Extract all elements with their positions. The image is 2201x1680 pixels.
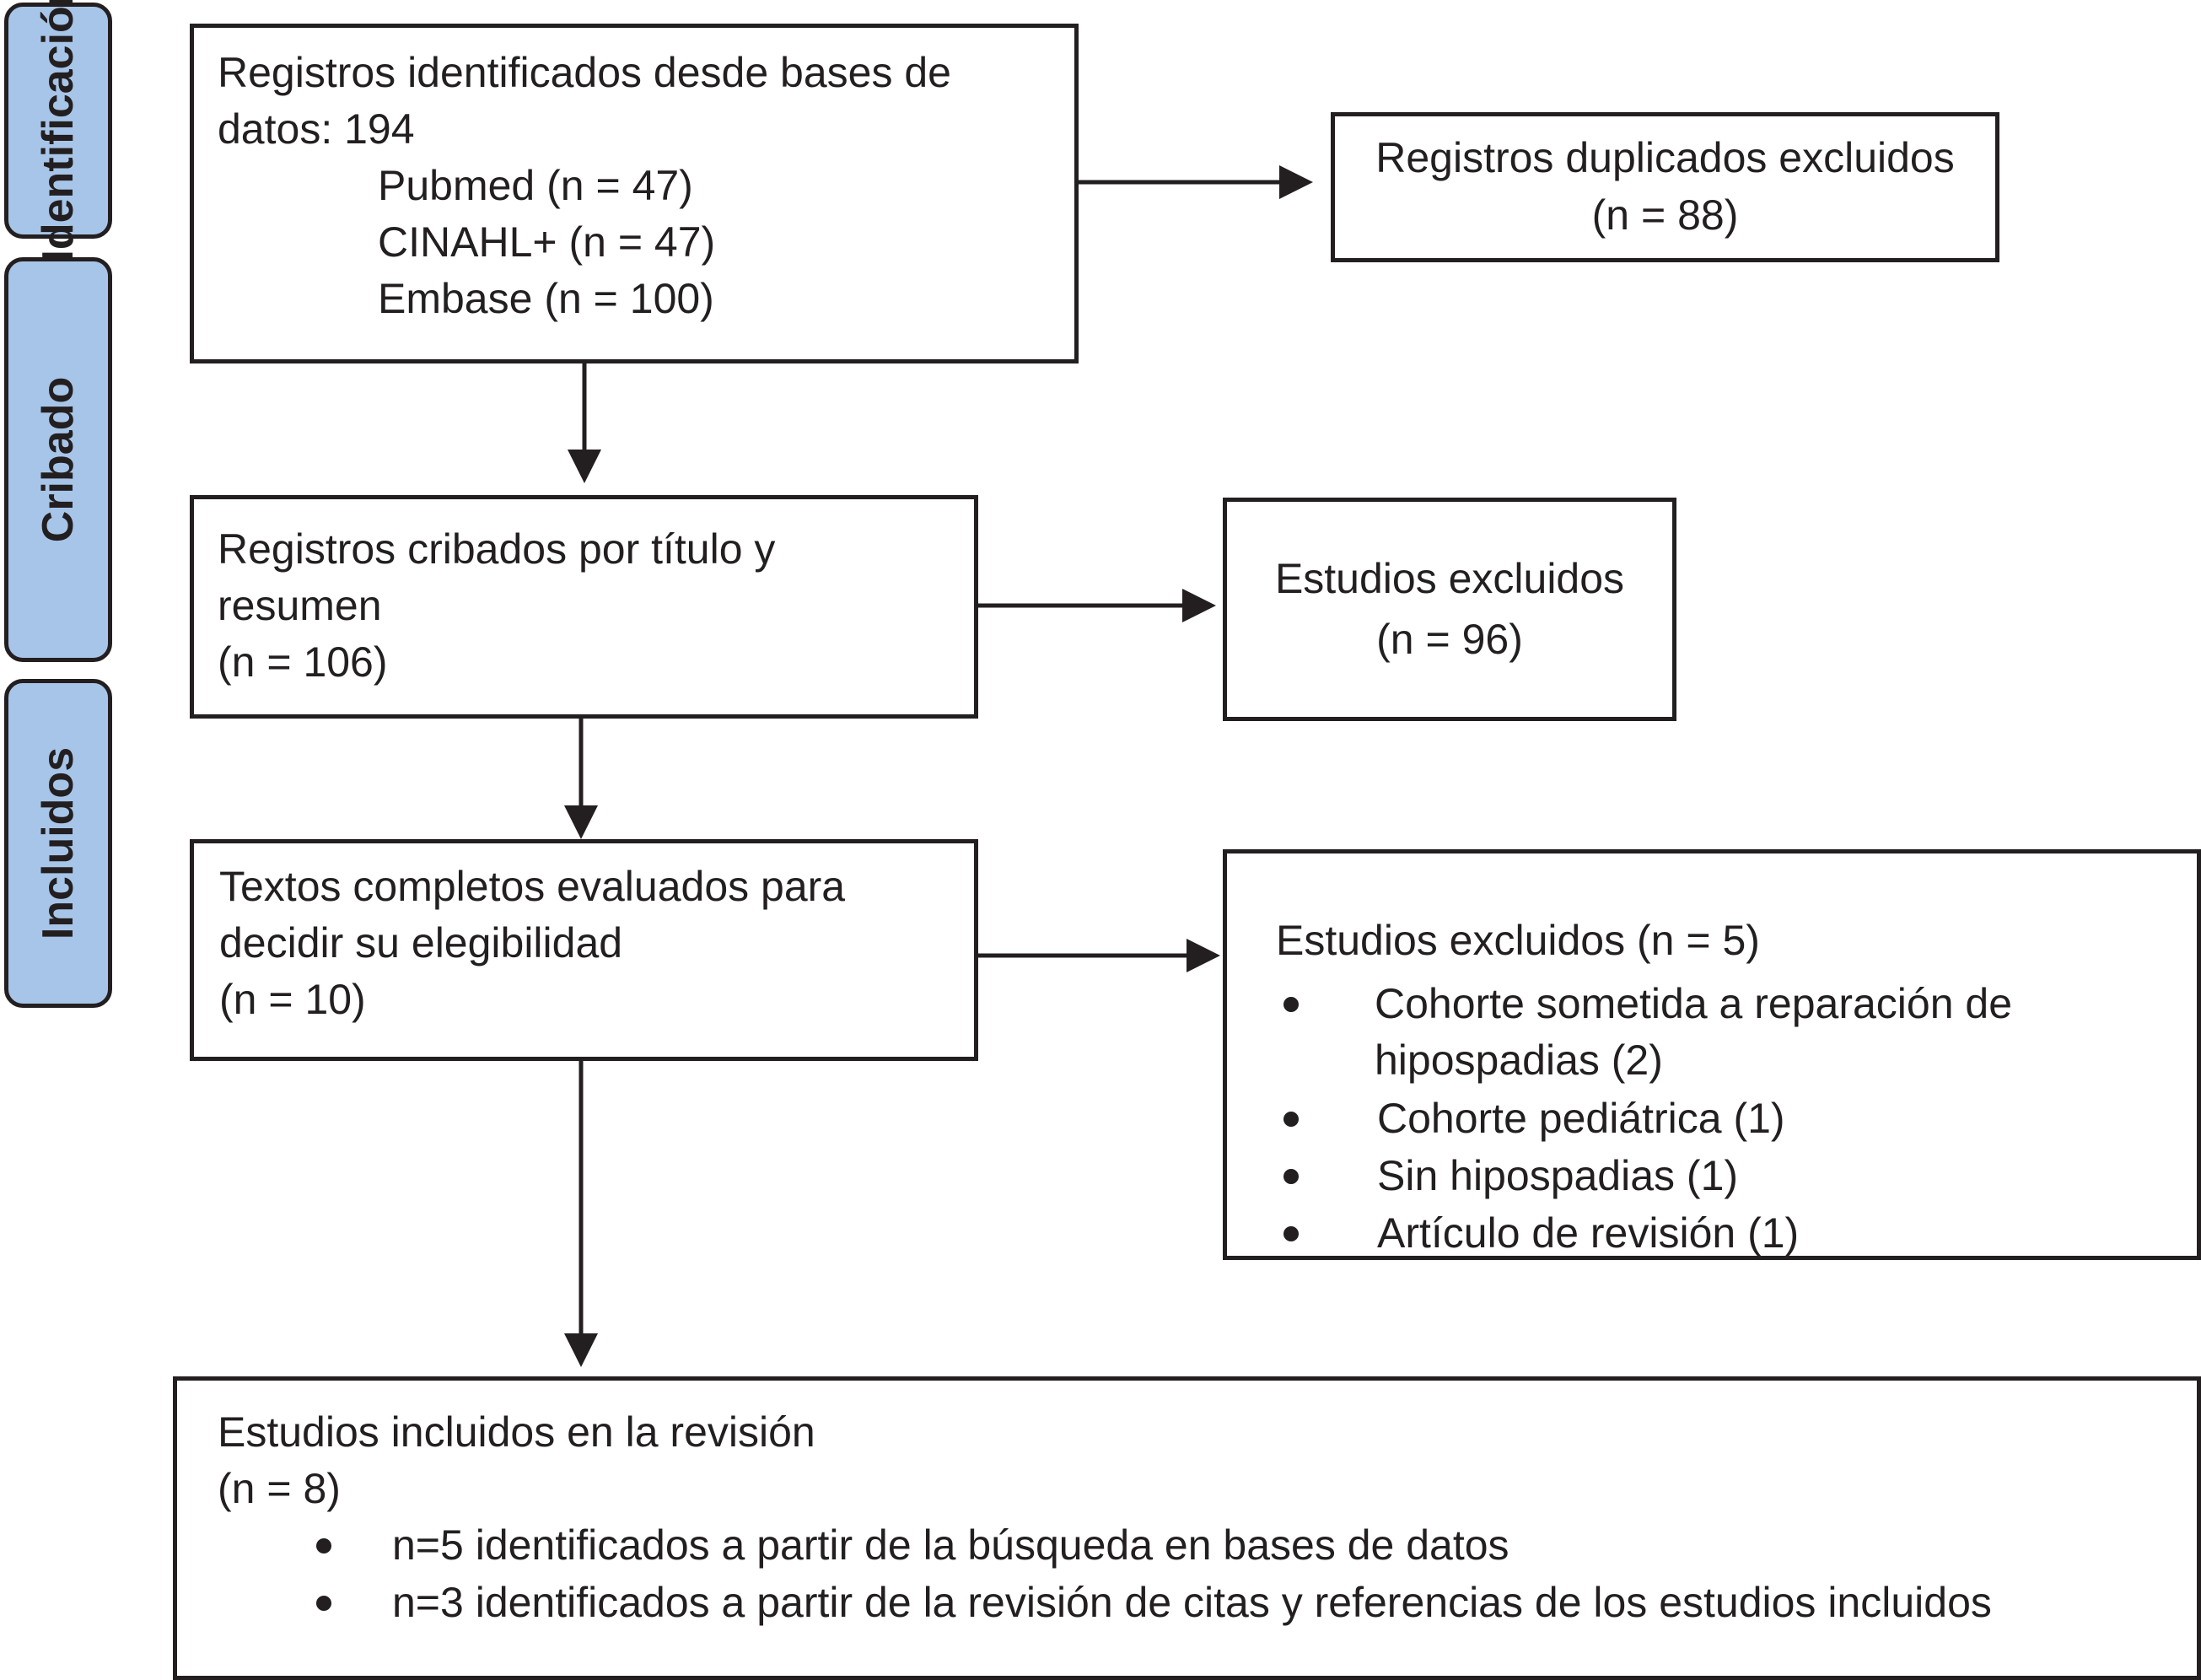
screened-box: Registros cribados por título y resumen … xyxy=(190,495,978,719)
reason-3: Sin hipospadias (1) xyxy=(1377,1152,1739,1199)
duplicates-line1: Registros duplicados excluidos xyxy=(1375,134,1955,181)
excluded-screening-line2: (n = 96) xyxy=(1376,616,1523,663)
bullet xyxy=(1283,1169,1299,1184)
reason-4: Artículo de revisión (1) xyxy=(1377,1209,1800,1257)
included-item-1: n=5 identificados a partir de la búsqued… xyxy=(392,1521,1509,1569)
screened-line2: resumen xyxy=(218,582,382,629)
phase-incluidos: Incluidos xyxy=(4,679,112,1008)
bullet xyxy=(1283,997,1299,1012)
reason-2: Cohorte pediátrica (1) xyxy=(1377,1095,1785,1142)
reason-1a: Cohorte sometida a reparación de xyxy=(1375,980,2013,1027)
source-pubmed: Pubmed (n = 47) xyxy=(378,162,693,209)
bullet xyxy=(1283,1226,1299,1241)
reason-1b: hipospadias (2) xyxy=(1375,1037,1663,1084)
fulltext-box: Textos completos evaluados para decidir … xyxy=(190,839,978,1061)
excluded-fulltext-title: Estudios excluidos (n = 5) xyxy=(1276,917,1760,964)
fulltext-line1: Textos completos evaluados para xyxy=(219,863,846,910)
included-line2: (n = 8) xyxy=(218,1465,341,1512)
source-embase: Embase (n = 100) xyxy=(378,275,714,322)
source-cinahl: CINAHL+ (n = 47) xyxy=(378,218,716,266)
identified-box: Registros identificados desde bases de d… xyxy=(190,24,1079,363)
bullet xyxy=(1283,1112,1299,1127)
bullet xyxy=(316,1596,331,1611)
fulltext-line2: decidir su elegibilidad xyxy=(219,919,623,967)
duplicates-box: Registros duplicados excluidos (n = 88) xyxy=(1331,112,1999,262)
identified-line1: Registros identificados desde bases de xyxy=(218,49,951,96)
excluded-screening-line1: Estudios excluidos xyxy=(1274,555,1625,602)
duplicates-line2: (n = 88) xyxy=(1591,191,1739,239)
excluded-screening-box: Estudios excluidos (n = 96) xyxy=(1223,498,1676,721)
bullet xyxy=(316,1538,331,1553)
included-line1: Estudios incluidos en la revisión xyxy=(218,1408,815,1456)
screened-line1: Registros cribados por título y xyxy=(218,525,776,573)
screened-line3: (n = 106) xyxy=(218,638,388,686)
fulltext-line3: (n = 10) xyxy=(219,976,366,1023)
excluded-fulltext-box: Estudios excluidos (n = 5) Cohorte somet… xyxy=(1223,849,2201,1260)
identified-line2: datos: 194 xyxy=(218,105,415,153)
included-item-2: n=3 identificados a partir de la revisió… xyxy=(392,1579,1992,1626)
phase-cribado: Cribado xyxy=(4,257,112,662)
included-box: Estudios incluidos en la revisión (n = 8… xyxy=(173,1376,2201,1680)
phase-identificacion: Identificación xyxy=(4,0,112,262)
